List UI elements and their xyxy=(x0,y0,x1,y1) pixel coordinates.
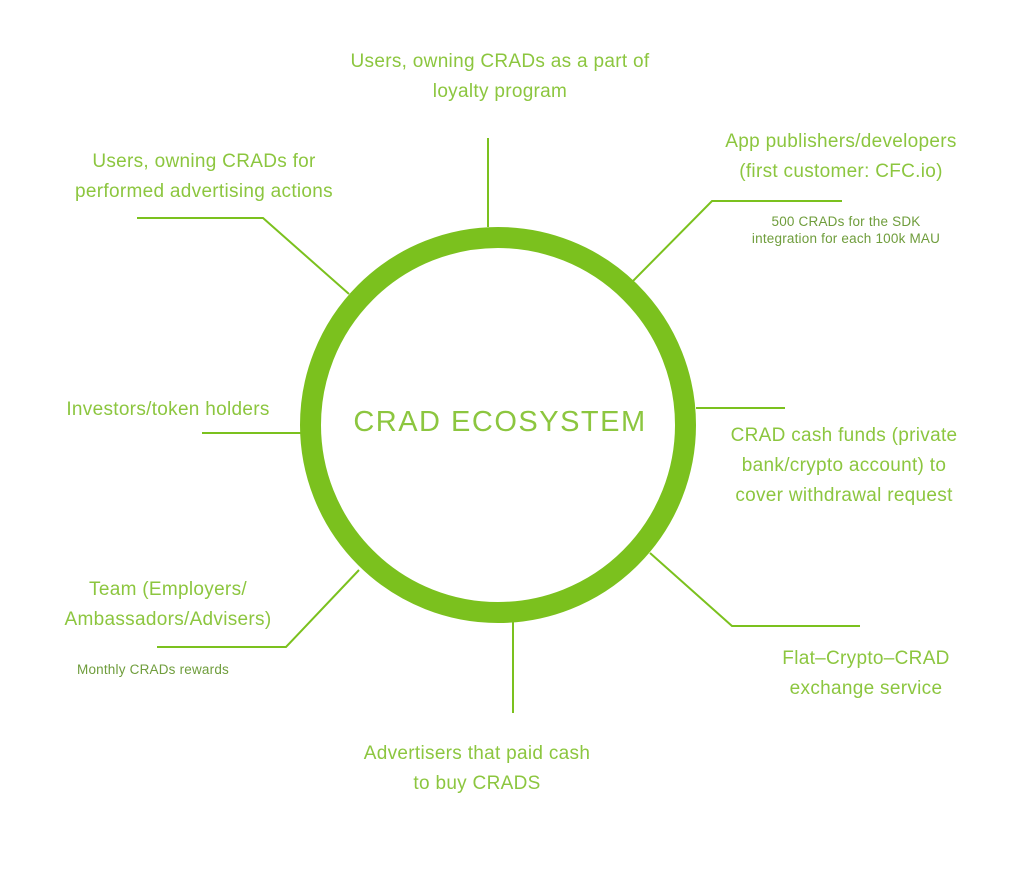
node-label-line: to buy CRADS xyxy=(413,773,541,794)
node-label-advertisers: Advertisers that paid cash to buy CRADS xyxy=(327,739,627,799)
node-label-line: loyalty program xyxy=(432,81,568,102)
node-label-line: App publishers/developers xyxy=(725,131,957,152)
node-label-line: Users, owning CRADs for xyxy=(92,151,316,172)
node-note-line: Monthly CRADs rewards xyxy=(77,662,229,677)
node-note-sdk-integration: 500 CRADs for the SDK integration for ea… xyxy=(696,213,996,247)
node-label-line: Investors/token holders xyxy=(66,399,270,420)
node-label-investors: Investors/token holders xyxy=(18,395,318,425)
node-label-advertising-users: Users, owning CRADs for performed advert… xyxy=(24,147,384,207)
node-label-line: CRAD cash funds (private xyxy=(730,425,958,446)
node-note-line: 500 CRADs for the SDK xyxy=(771,214,921,229)
node-label-line: Flat–Crypto–CRAD xyxy=(782,648,950,669)
node-label-cash-funds: CRAD cash funds (private bank/crypto acc… xyxy=(694,421,994,511)
node-label-team: Team (Employers/ Ambassadors/Advisers) xyxy=(18,575,318,635)
connector-lower-right xyxy=(649,552,860,627)
node-note-monthly-rewards: Monthly CRADs rewards xyxy=(3,661,303,678)
node-label-line: Users, owning CRADs as a part of xyxy=(350,51,650,72)
node-label-line: (first customer: CFC.io) xyxy=(739,161,943,182)
connector-lower-left xyxy=(157,569,360,648)
node-label-exchange-service: Flat–Crypto–CRAD exchange service xyxy=(716,644,1016,704)
node-label-line: Advertisers that paid cash xyxy=(363,743,591,764)
node-note-line: integration for each 100k MAU xyxy=(751,231,941,246)
node-label-line: Team (Employers/ xyxy=(89,579,247,600)
node-label-line: Ambassadors/Advisers) xyxy=(64,609,272,630)
node-label-line: bank/crypto account) to xyxy=(741,455,947,476)
connector-upper-left xyxy=(137,217,350,295)
node-label-line: performed advertising actions xyxy=(75,181,333,202)
node-label-loyalty-users: Users, owning CRADs as a part of loyalty… xyxy=(300,47,700,107)
ecosystem-title: CRAD ECOSYSTEM xyxy=(353,406,647,438)
node-label-app-publishers: App publishers/developers (first custome… xyxy=(691,127,991,187)
connector-upper-right xyxy=(632,200,842,282)
node-label-line: exchange service xyxy=(789,678,943,699)
node-label-line: cover withdrawal request xyxy=(735,485,953,506)
ecosystem-ring xyxy=(300,227,696,623)
